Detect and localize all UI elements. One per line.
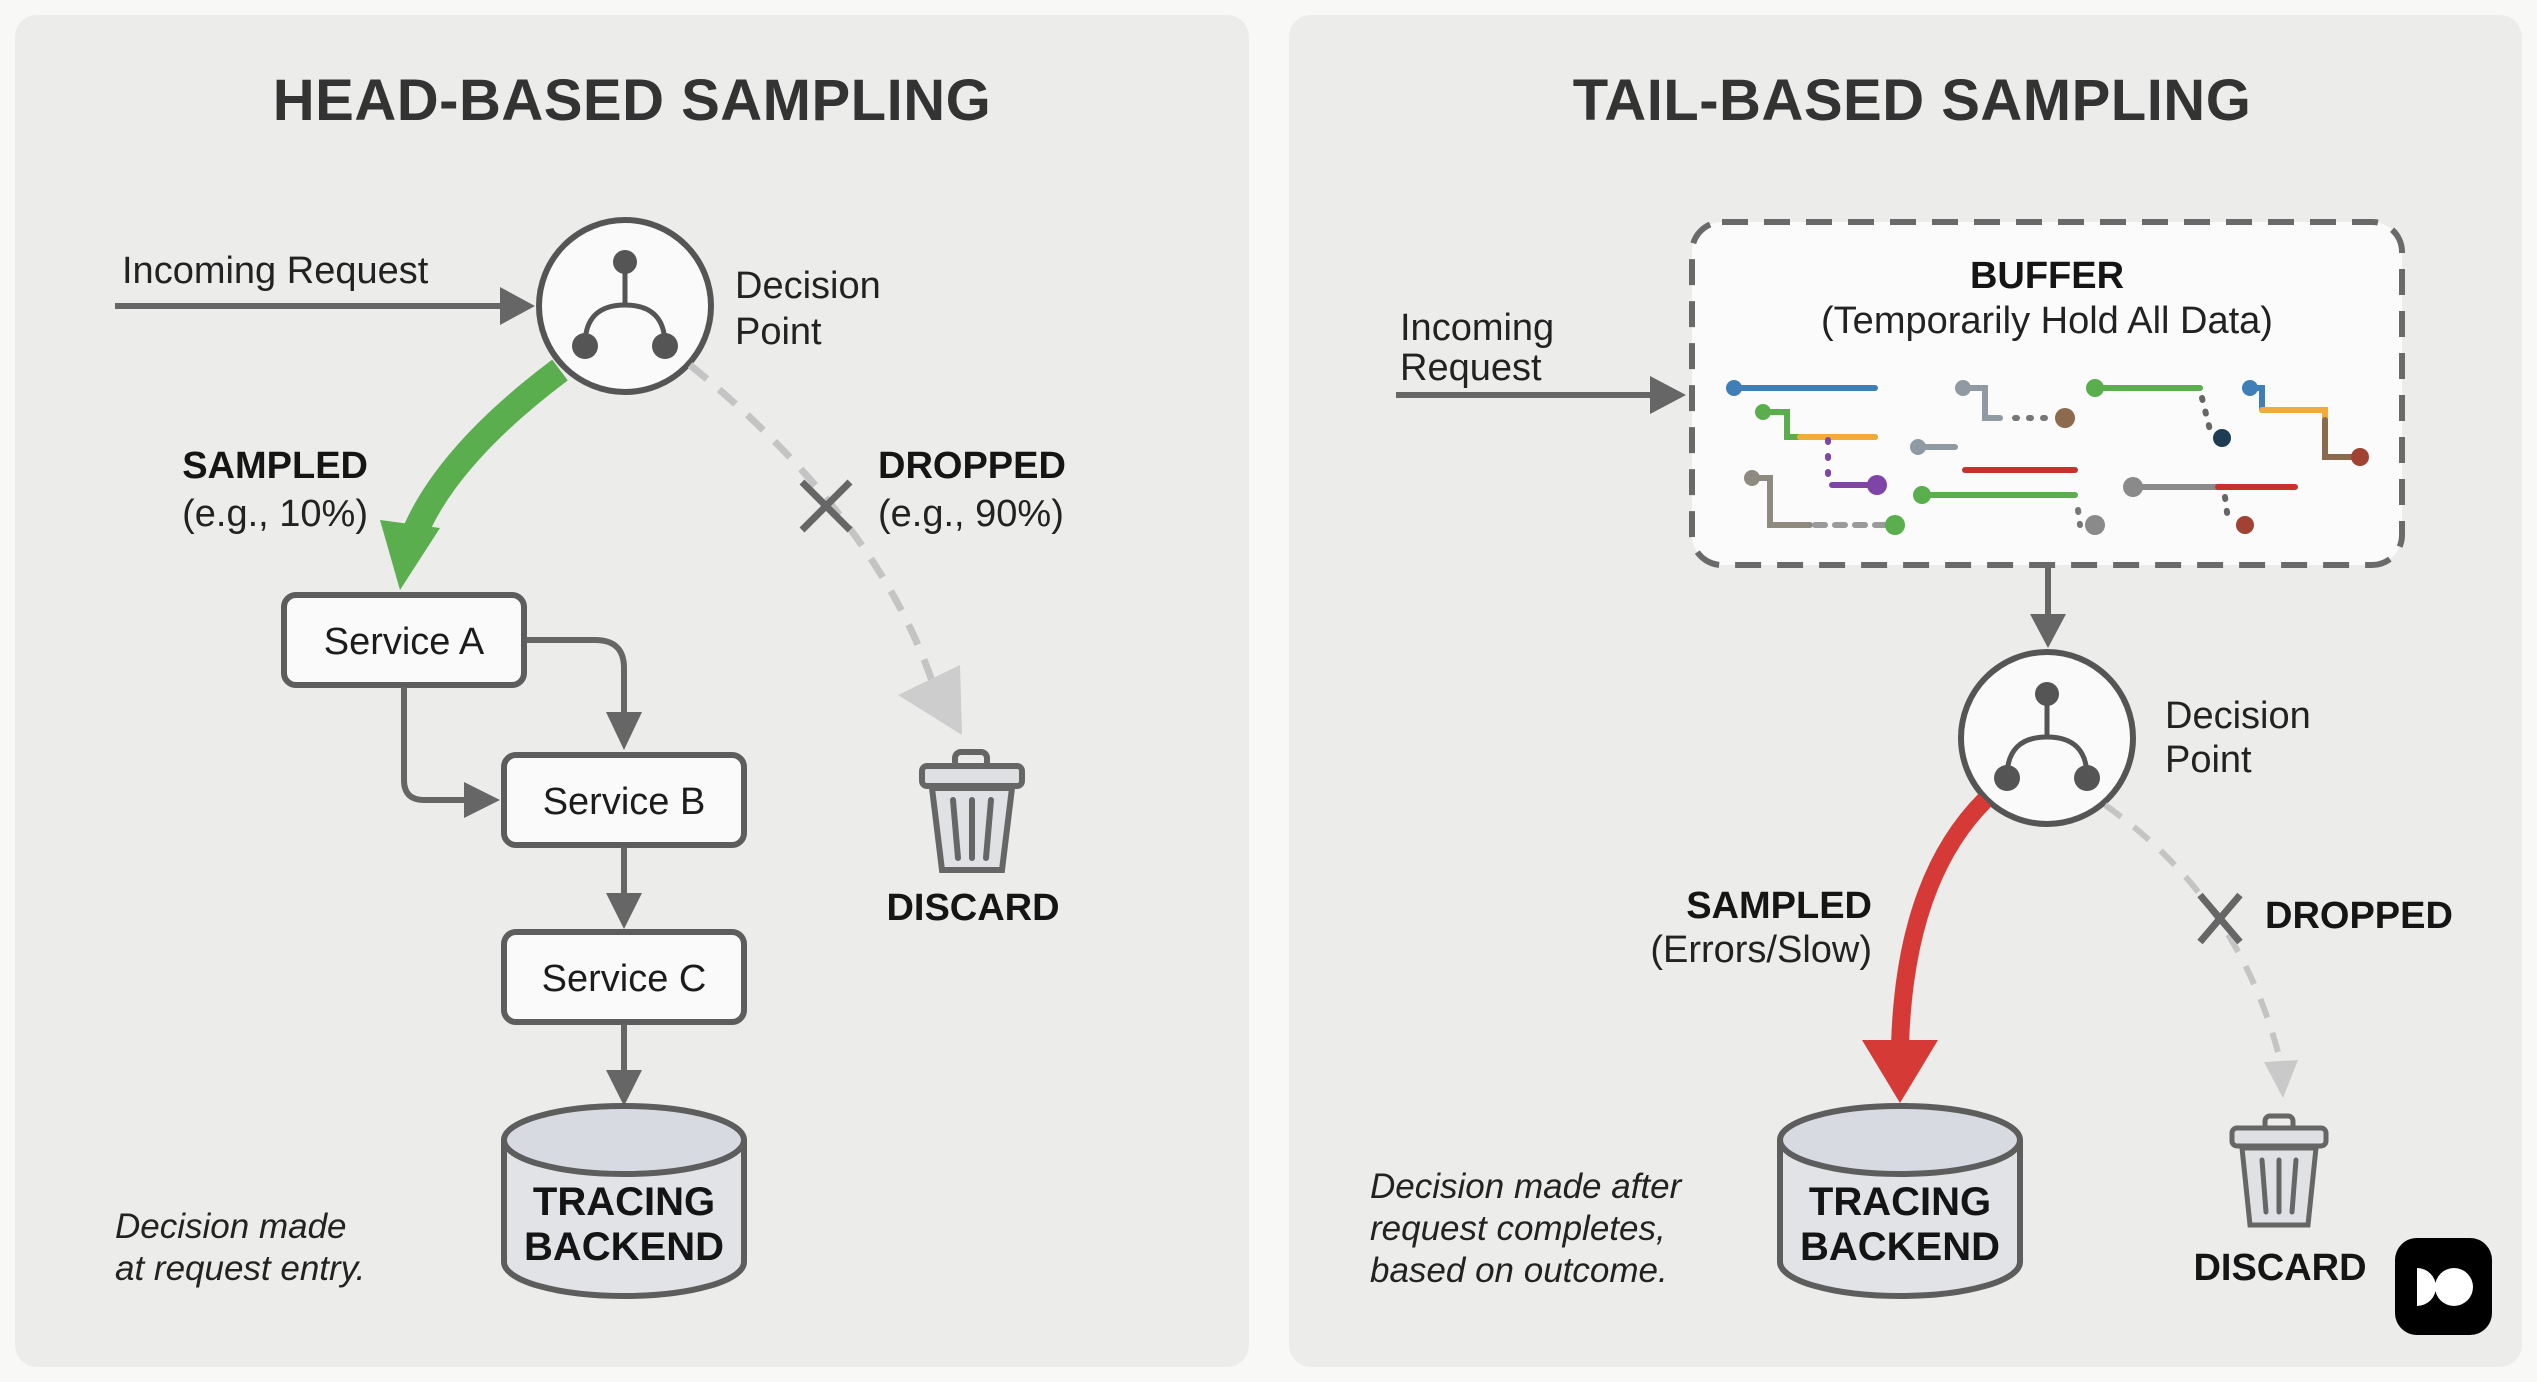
tail-sampled-arrow — [1862, 793, 1992, 1103]
tail-dropped-arrow — [2103, 802, 2298, 1098]
tail-backend-label: TRACING — [1809, 1180, 1991, 1224]
tail-decision-label: Decision — [2165, 695, 2311, 737]
service-a-label: Service A — [324, 621, 485, 663]
head-note-2: at request entry. — [115, 1249, 365, 1288]
buffer-to-decision-arrow — [2030, 568, 2066, 648]
head-note: Decision made — [115, 1207, 347, 1246]
tail-incoming-label: Incoming — [1400, 307, 1554, 349]
tail-trash-icon — [2229, 1113, 2329, 1228]
head-backend-label-2: BACKEND — [524, 1225, 724, 1269]
tail-dropped-label: DROPPED — [2265, 895, 2453, 937]
head-sampled-label: SAMPLED — [182, 445, 368, 487]
buffered-traces — [1726, 379, 2369, 535]
service-b-label: Service B — [543, 781, 706, 823]
head-backend-label: TRACING — [533, 1180, 715, 1224]
head-dropped-arrow — [687, 362, 962, 735]
tail-tracing-backend-db-icon — [1777, 1103, 2023, 1299]
service-b-box: Service B — [501, 752, 747, 848]
head-decision-label-2: Point — [735, 311, 822, 353]
trace-3 — [2086, 379, 2298, 534]
tail-incoming-arrow — [1396, 376, 1686, 414]
tail-title: TAIL-BASED SAMPLING — [1573, 68, 2252, 133]
tail-decision-label-2: Point — [2165, 739, 2252, 781]
tail-note: Decision made after — [1370, 1167, 1683, 1206]
tail-backend-label-2: BACKEND — [1800, 1225, 2000, 1269]
buffer-subtitle: (Temporarily Hold All Data) — [1821, 300, 2273, 342]
tail-note-3: based on outcome. — [1370, 1251, 1668, 1290]
trace-4 — [2242, 380, 2369, 466]
tail-sampled-label: SAMPLED — [1686, 885, 1872, 927]
service-c-label: Service C — [542, 958, 707, 1000]
tail-note-2: request completes, — [1370, 1209, 1666, 1248]
buffer-title: BUFFER — [1970, 255, 2124, 297]
head-dropped-x-icon — [799, 479, 853, 533]
head-sampled-detail: (e.g., 10%) — [182, 493, 368, 535]
trace-1 — [1726, 380, 1905, 535]
head-decision-label: Decision — [735, 265, 881, 307]
service-c-box: Service C — [501, 929, 747, 1025]
head-decision-point-icon — [536, 217, 714, 395]
head-dropped-detail: (e.g., 90%) — [878, 493, 1064, 535]
head-discard-label: DISCARD — [886, 887, 1059, 929]
head-title: HEAD-BASED SAMPLING — [273, 68, 991, 133]
trace-2 — [1910, 380, 2105, 535]
head-tracing-backend-db-icon — [501, 1103, 747, 1299]
tail-discard-label: DISCARD — [2193, 1247, 2366, 1289]
head-incoming-arrow — [115, 287, 535, 325]
tail-sampled-detail: (Errors/Slow) — [1650, 929, 1872, 971]
head-trash-icon — [919, 749, 1025, 873]
tail-incoming-label-2: Request — [1400, 347, 1542, 389]
app-logo-icon[interactable] — [2395, 1238, 2492, 1335]
tail-dropped-x-icon — [2197, 892, 2243, 945]
logo-glyph-icon — [2417, 1268, 2473, 1306]
head-dropped-label: DROPPED — [878, 445, 1066, 487]
service-a-box: Service A — [281, 592, 527, 688]
head-sampled-arrow — [380, 359, 568, 590]
service-connectors — [401, 637, 627, 1075]
head-incoming-label: Incoming Request — [122, 250, 429, 292]
service-arrowheads — [464, 712, 642, 1106]
tail-decision-point-icon — [1958, 649, 2136, 827]
